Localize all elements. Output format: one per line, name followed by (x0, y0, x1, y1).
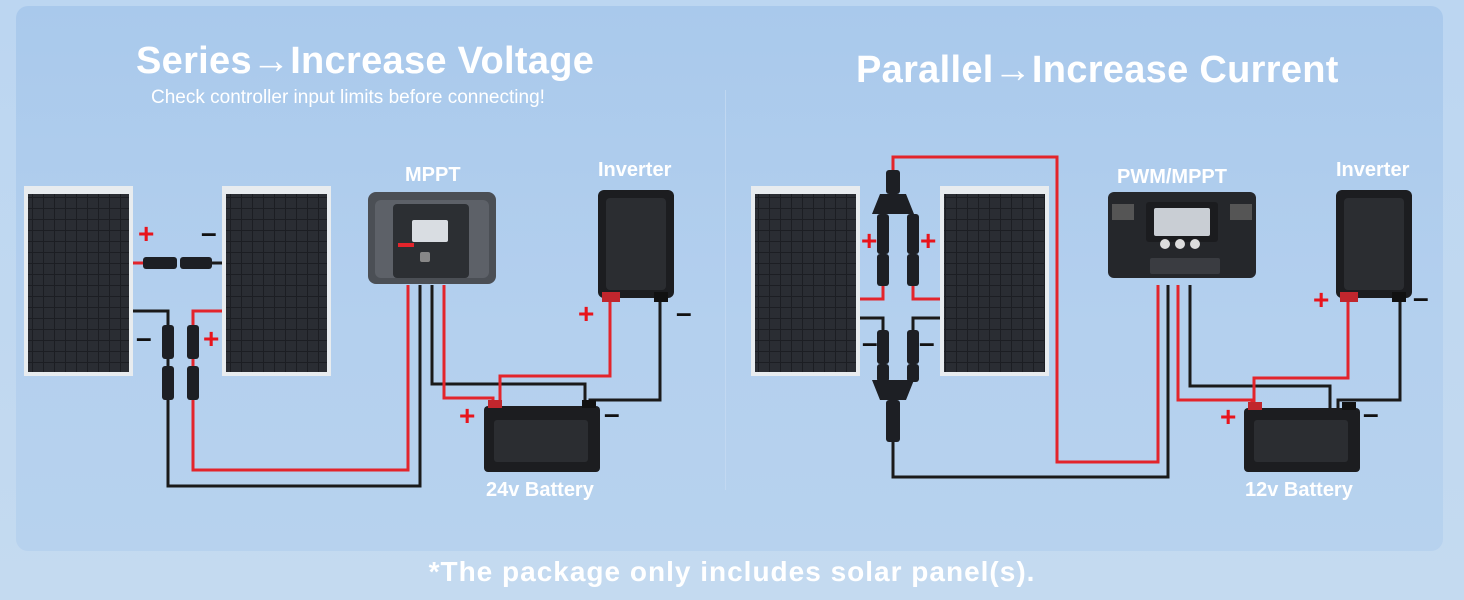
minus-sign: – (676, 297, 692, 328)
minus-sign: – (604, 398, 620, 429)
solar-panel-3 (751, 186, 860, 376)
minus-sign: – (862, 327, 878, 358)
minus-sign: – (1363, 398, 1379, 429)
plus-sign: + (203, 323, 220, 354)
solar-panel-4 (940, 186, 1049, 376)
right-inverter-label: Inverter (1336, 159, 1410, 181)
parallel-title: Parallel→Increase Current (856, 49, 1339, 91)
section-divider (725, 90, 726, 490)
plus-sign: + (459, 400, 476, 431)
left-inverter-label: Inverter (598, 159, 672, 181)
plus-sign: + (578, 298, 595, 329)
plus-sign: + (920, 225, 937, 256)
battery-icon (484, 400, 600, 472)
series-title: Series→Increase Voltage (136, 40, 595, 82)
pwm-mppt-label: PWM/MPPT (1117, 166, 1227, 188)
battery-icon (1244, 402, 1360, 472)
series-subtitle: Check controller input limits before con… (151, 87, 545, 108)
charge-controller-icon (1108, 192, 1256, 278)
right-battery-label: 12v Battery (1245, 479, 1353, 501)
minus-sign: – (136, 322, 152, 353)
minus-sign: – (919, 327, 935, 358)
solar-panel-1 (24, 186, 133, 376)
charge-controller-icon (368, 192, 496, 284)
inverter-icon (598, 190, 674, 302)
plus-sign: + (1220, 401, 1237, 432)
left-battery-label: 24v Battery (486, 479, 594, 501)
inverter-icon (1336, 190, 1412, 302)
solar-panel-2 (222, 186, 331, 376)
plus-sign: + (138, 218, 155, 249)
mc4-connector-icon (143, 170, 919, 442)
minus-sign: – (1413, 282, 1429, 313)
minus-sign: – (201, 217, 217, 248)
mppt-label: MPPT (405, 164, 461, 186)
plus-sign: + (1313, 284, 1330, 315)
package-footnote: *The package only includes solar panel(s… (428, 556, 1036, 587)
plus-sign: + (861, 225, 878, 256)
